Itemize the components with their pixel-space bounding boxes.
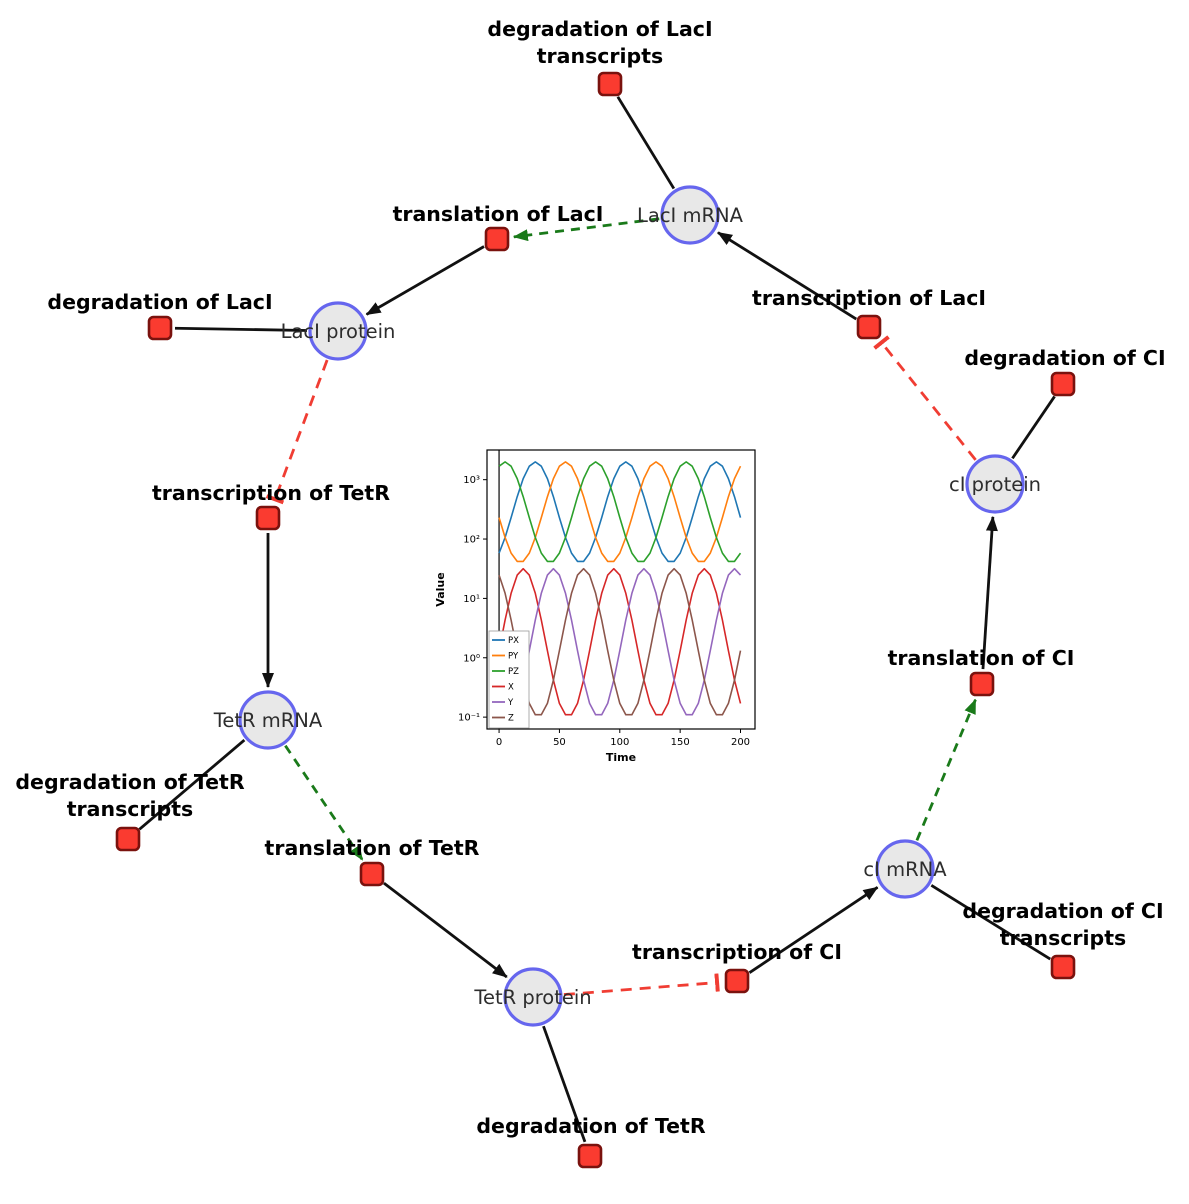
reactions-layer (115, 71, 1076, 1169)
reaction-label-transl_ci: translation of CI (888, 646, 1075, 670)
reaction-node-deg_ci (1050, 371, 1076, 397)
reaction-label-transc_ci: transcription of CI (632, 940, 842, 964)
chart-legend-label-Z: Z (508, 714, 514, 724)
species-layer (238, 185, 1025, 1027)
species-label-ci_protein: cI protein (949, 473, 1041, 496)
edge-tetr_mrna-to-deg_tetr_tr (138, 739, 246, 831)
chart-x-tick-label: 50 (553, 737, 566, 748)
species-label-laci_protein: LacI protein (281, 320, 396, 343)
edge-ci_protein-to-deg_ci (1011, 395, 1056, 460)
chart-x-tick-label: 200 (731, 737, 750, 748)
species-node-ci_protein (965, 454, 1025, 514)
chart-legend-label-X: X (508, 683, 514, 693)
species-node-laci_protein (308, 301, 368, 361)
species-node-tetr_mrna (238, 690, 298, 750)
chart-legend-label-PZ: PZ (508, 667, 519, 677)
edge-tetr_protein-to-deg_tetr (542, 1025, 587, 1143)
edge-tetr_protein-to-transc_ci (563, 973, 720, 996)
edge-laci_protein-to-transc_tetr (265, 359, 329, 505)
chart-legend-label-Y: Y (507, 698, 514, 708)
reaction-label-deg_laci: degradation of LacI (47, 290, 272, 314)
reaction-node-deg_laci_tr (597, 71, 623, 97)
reaction-node-transl_laci (484, 226, 510, 252)
reaction-node-transc_tetr (255, 505, 281, 531)
chart-series-Y (498, 567, 742, 716)
edge-transl_tetr-to-tetr_protein (383, 881, 508, 979)
chart-y-tick-label: 10³ (463, 475, 480, 486)
edge-transl_laci-to-laci_protein (365, 245, 485, 316)
reaction-label-transc_laci: transcription of LacI (752, 286, 986, 310)
reaction-node-deg_tetr_tr (115, 826, 141, 852)
chart-y-tick-label: 10² (463, 535, 480, 546)
reaction-node-deg_laci (147, 315, 173, 341)
chart-series-PX (498, 461, 742, 563)
chart-series-PY (498, 461, 742, 563)
edge-ci_protein-to-transc_laci (873, 335, 977, 461)
edges-layer (138, 96, 1056, 1143)
chart-x-tick-label: 0 (496, 737, 502, 748)
reaction-label-deg_tetr: degradation of TetR (476, 1114, 705, 1138)
chart-y-tick-label: 10¹ (463, 594, 480, 605)
chart-series-PZ (498, 461, 742, 563)
chart-x-tick-label: 100 (610, 737, 629, 748)
species-label-tetr_mrna: TetR mRNA (213, 709, 323, 732)
chart-axes-box (486, 449, 756, 730)
reaction-node-transl_tetr (359, 861, 385, 887)
reaction-node-transc_ci (724, 968, 750, 994)
reaction-node-deg_tetr (577, 1143, 603, 1169)
species-node-ci_mrna (875, 839, 935, 899)
reaction-node-transc_laci (856, 314, 882, 340)
edge-transc_laci-to-laci_mrna (717, 231, 858, 321)
chart-x-axis-label: Time (606, 751, 636, 764)
reaction-node-transl_ci (969, 671, 995, 697)
edge-laci_mrna-to-deg_laci_tr (616, 96, 676, 190)
chart-y-axis-label: Value (434, 572, 447, 606)
edge-transc_ci-to-ci_mrna (748, 886, 879, 974)
species-label-ci_mrna: cI mRNA (863, 858, 947, 881)
reaction-node-deg_ci_tr (1050, 954, 1076, 980)
reaction-label-transc_tetr: transcription of TetR (152, 481, 390, 505)
chart-legend-box (488, 630, 530, 729)
edge-laci_protein-to-deg_laci (174, 326, 308, 332)
edge-ci_mrna-to-transl_ci (915, 698, 977, 841)
species-label-tetr_protein: TetR protein (473, 986, 591, 1009)
reaction-label-deg_ci: degradation of CI (964, 346, 1165, 370)
chart-series-X (498, 567, 742, 716)
chart-y-tick-label: 10⁻¹ (458, 713, 480, 724)
reaction-label-transl_laci: translation of LacI (393, 202, 604, 226)
chart-x-tick-label: 150 (671, 737, 690, 748)
chart-series-Z (498, 567, 742, 716)
edge-tetr_mrna-to-transl_tetr (284, 744, 364, 861)
reaction-label-transl_tetr: translation of TetR (265, 836, 480, 860)
species-node-laci_mrna (660, 185, 720, 245)
chart-legend-label-PX: PX (508, 636, 519, 646)
chart-legend-label-PY: PY (508, 652, 519, 662)
edge-ci_mrna-to-deg_ci_tr (930, 884, 1051, 961)
species-node-tetr_protein (503, 967, 563, 1027)
edge-transl_ci-to-ci_protein (981, 515, 998, 670)
edge-laci_mrna-to-transl_laci (512, 217, 660, 242)
chart-y-tick-label: 10⁰ (463, 653, 480, 664)
species-label-laci_mrna: LacI mRNA (637, 204, 744, 227)
